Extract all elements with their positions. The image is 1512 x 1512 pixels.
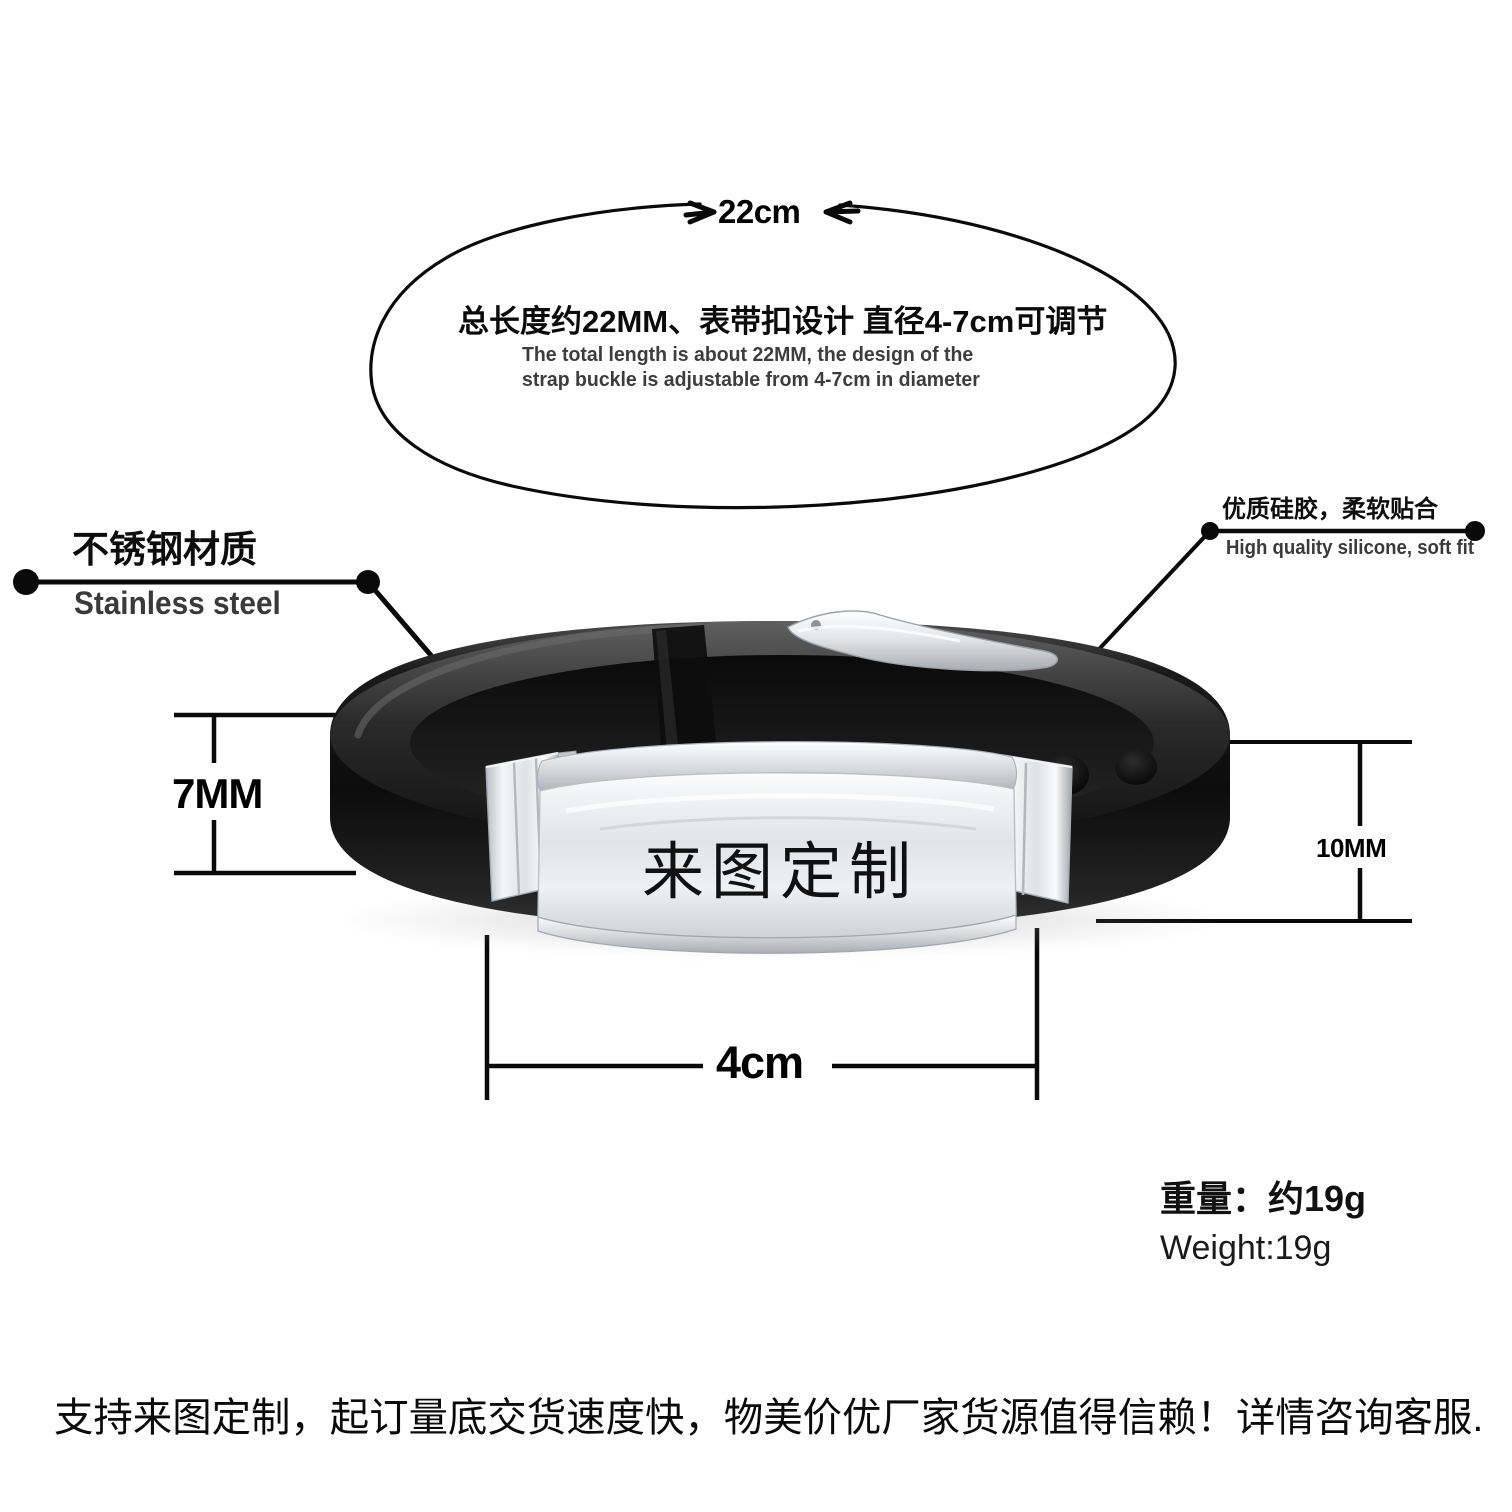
metal-buckle	[787, 610, 1058, 672]
band-rim-highlight	[354, 623, 704, 739]
length-callout-en-line1: The total length is about 22MM, the desi…	[522, 343, 974, 366]
plate-engraving-text: 来图定制	[641, 835, 918, 908]
dimension-7mm-label: 7MM	[172, 770, 263, 817]
arrow-right-icon	[683, 200, 717, 225]
arrow-left-icon	[823, 200, 861, 225]
product-photo-bracelet: 来图定制	[300, 585, 1260, 975]
bracelet-artwork	[330, 610, 1230, 954]
dimension-4cm-label: 4cm	[716, 1037, 804, 1088]
length-callout-cn: 总长度约22MM、表带扣设计 直径4-7cm可调节	[458, 304, 1108, 339]
callout-dot-left	[1201, 522, 1219, 540]
length-measure-label: 22cm	[718, 193, 801, 230]
silicone-callout-cn: 优质硅胶，柔软贴合	[1222, 496, 1438, 523]
weight-en: Weight:19g	[1160, 1229, 1332, 1267]
dimension-10mm-label: 10MM	[1316, 833, 1387, 863]
silicone-callout-en: High quality silicone, soft fit	[1226, 537, 1475, 559]
stainless-callout-cn: 不锈钢材质	[72, 529, 257, 570]
length-callout-en-line2: strap buckle is adjustable from 4-7cm in…	[522, 367, 980, 391]
stainless-callout-en: Stainless steel	[74, 585, 281, 621]
length-callout-en: The total length is about 22MM, the desi…	[522, 343, 1004, 392]
callout-dot-left	[13, 569, 39, 595]
weight-block: 重量：约19g Weight:19g	[1160, 1170, 1366, 1268]
weight-cn: 重量：约19g	[1160, 1178, 1367, 1219]
engraved-steel-plate	[536, 741, 1018, 954]
footer-banner-text: 支持来图定制，起订量底交货速度快，物美价优厂家货源值得信赖！详情咨询客服.	[54, 1396, 1484, 1440]
